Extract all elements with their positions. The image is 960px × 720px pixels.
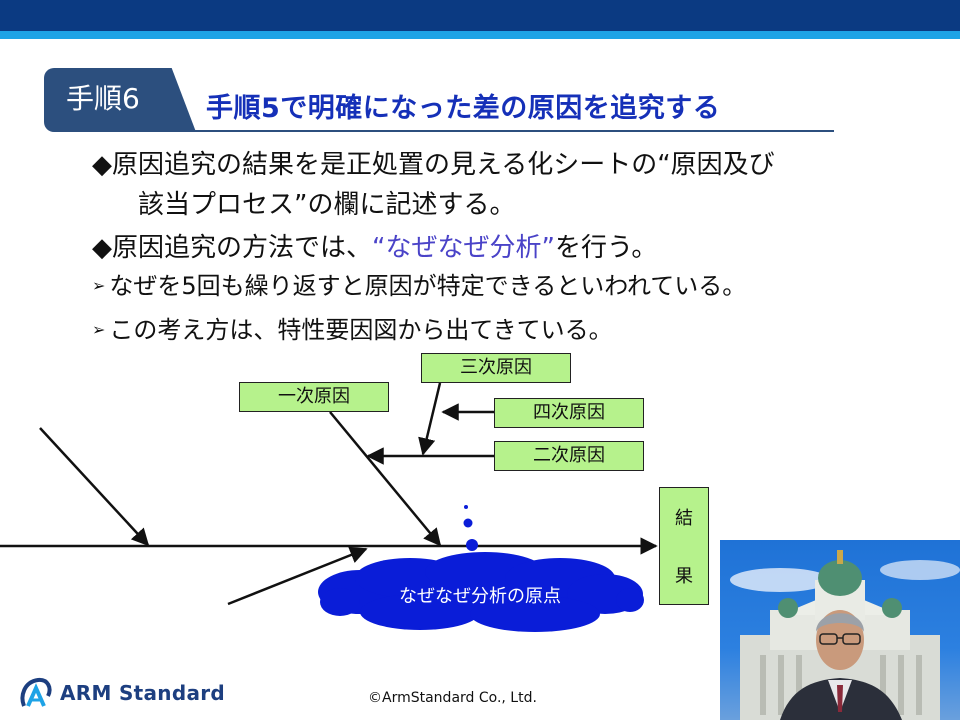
bone-left [39,427,150,547]
cause-box-primary: 一次原因 [239,382,389,412]
bullet-1-line-1: ◆原因追究の結果を是正処置の見える化シートの“原因及び [92,150,775,180]
sub-bullet-1-text: なぜを5回も繰り返すと原因が特定できるといわれている。 [109,272,747,300]
logo-text: ARM Standard [60,681,226,705]
copyright: ©ArmStandard Co., Ltd. [368,690,537,706]
slide-title: 手順5で明確になった差の原因を追究する [206,93,721,124]
bullet-2-prefix: ◆原因追究の方法では、 [92,233,372,263]
cloud-shape [318,552,644,632]
result-char-1: 結 [675,508,693,529]
cause-box-secondary: 二次原因 [494,441,644,471]
sub-bullet-marker-icon: ➢ [92,320,106,339]
company-logo: ARM Standard [18,676,225,710]
cloud-label: なぜなぜ分析の原点 [399,586,561,607]
bone-primary [329,411,442,547]
presenter-video [720,540,960,720]
sub-bullet-marker-icon: ➢ [92,276,106,295]
sub-bullet-1: ➢なぜを5回も繰り返すと原因が特定できるといわれている。 [92,269,746,303]
cause-box-tertiary: 三次原因 [421,353,571,383]
bullet-2-suffix: を行う。 [554,233,658,263]
top-band-accent [0,31,960,39]
sub-bullet-2: ➢この考え方は、特性要因図から出てきている。 [92,313,613,347]
result-char-2: 果 [675,566,693,587]
bullet-1-line-2: 該当プロセス”の欄に記述する。 [138,190,516,220]
bullet-2-highlight: “なぜなぜ分析” [372,233,555,263]
bullet-2: ◆原因追究の方法では、“なぜなぜ分析”を行う。 [92,229,657,267]
sub-bullet-2-text: この考え方は、特性要因図から出てきている。 [109,316,613,344]
step-badge: 手順6 [44,68,196,132]
dot-large [466,539,478,551]
arm-logo-icon [20,677,52,707]
arrow-tertiary [418,382,442,456]
title-underline [190,130,834,132]
top-band [0,0,960,31]
dot-small [464,505,468,509]
bone-lower [227,546,368,606]
presenter-video-frame [730,550,960,720]
cause-box-quaternary: 四次原因 [494,398,644,428]
dot-medium [463,518,473,528]
result-box: 結 果 [659,487,709,605]
